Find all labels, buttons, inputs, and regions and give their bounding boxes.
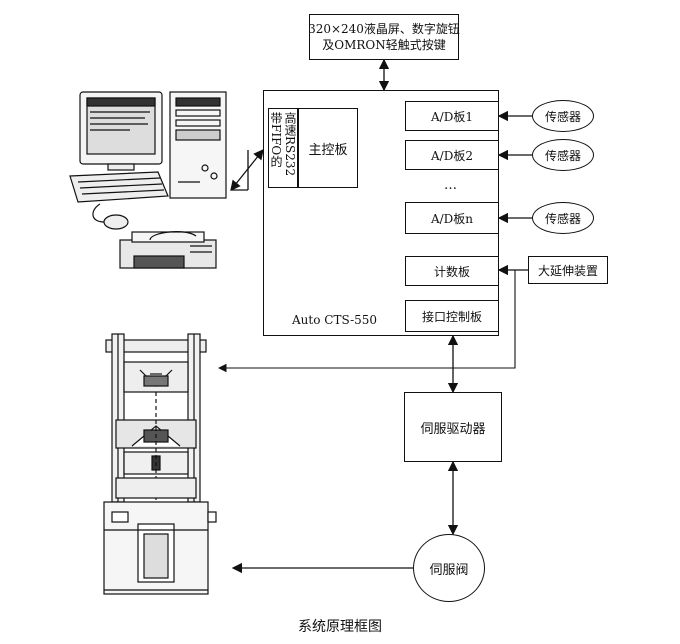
computer-icon: [69, 91, 227, 269]
ad-board-n: A/D板n: [405, 202, 499, 234]
rs232-label-1: 带FIFO的: [269, 112, 283, 168]
servo-valve-circle: 伺服阀: [413, 534, 485, 602]
main-board-label: 主控板: [308, 142, 348, 158]
ad-board-2: A/D板2: [405, 140, 499, 170]
line-extensometer-machine: [217, 270, 516, 373]
sensor-1-label: 传感器: [544, 109, 581, 124]
extensometer-label: 大延伸装置: [537, 263, 598, 278]
servo-valve-label: 伺服阀: [429, 562, 469, 578]
interface-board: 接口控制板: [405, 300, 499, 332]
extensometer-box: 大延伸装置: [528, 256, 608, 284]
counter-board: 计数板: [405, 256, 499, 286]
display-panel-line2: 及OMRON轻触式按键: [322, 38, 446, 52]
main-board-box: 主控板: [298, 108, 358, 188]
sensor-2: 传感器: [532, 139, 594, 171]
arrow-computer-controller: [230, 148, 264, 192]
testing-machine-icon: [103, 333, 217, 595]
display-panel-line1: 320×240液晶屏、数字旋钮: [308, 22, 460, 36]
ad-board-2-label: A/D板2: [431, 148, 473, 163]
ad-board-1-label: A/D板1: [431, 109, 473, 124]
sensor-n-label: 传感器: [544, 211, 581, 226]
sensor-2-label: 传感器: [544, 148, 581, 163]
interface-board-label: 接口控制板: [421, 309, 482, 324]
diagram-caption: 系统原理框图: [298, 619, 382, 635]
sensor-n: 传感器: [532, 202, 594, 234]
display-panel-box: 320×240液晶屏、数字旋钮 及OMRON轻触式按键: [308, 14, 460, 60]
ad-board-ellipsis: …: [444, 178, 457, 193]
sensor-1: 传感器: [532, 100, 594, 132]
rs232-label-2: 高速RS232: [283, 112, 297, 177]
rs232-box: [268, 108, 298, 188]
ad-board-1: A/D板1: [405, 101, 499, 131]
ad-board-n-label: A/D板n: [430, 211, 474, 226]
servo-driver-box: 伺服驱动器: [404, 392, 502, 462]
counter-board-label: 计数板: [433, 264, 470, 279]
controller-name: Auto CTS-550: [292, 313, 378, 327]
servo-driver-label: 伺服驱动器: [420, 421, 486, 437]
